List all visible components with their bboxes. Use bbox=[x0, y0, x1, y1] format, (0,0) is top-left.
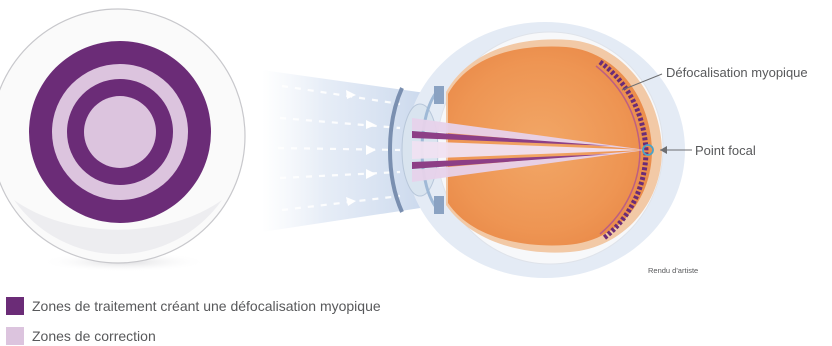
eye-cross-section bbox=[390, 22, 685, 278]
iris-top bbox=[434, 86, 444, 104]
myopic-defocus-label: Défocalisation myopique bbox=[666, 65, 808, 80]
focal-point-label: Point focal bbox=[695, 143, 756, 158]
legend-item-correction: Zones de correction bbox=[6, 326, 156, 346]
treatment-swatch bbox=[6, 297, 24, 315]
legend-item-treatment: Zones de traitement créant une défocalis… bbox=[6, 296, 381, 316]
legend-label-correction: Zones de correction bbox=[32, 328, 156, 344]
artist-render-note: Rendu d'artiste bbox=[648, 266, 698, 275]
legend-label-treatment: Zones de traitement créant une défocalis… bbox=[32, 298, 381, 314]
contact-lens-front-view bbox=[0, 9, 245, 272]
correction-zone-center bbox=[84, 96, 156, 168]
iris-bottom bbox=[434, 196, 444, 214]
correction-swatch bbox=[6, 327, 24, 345]
